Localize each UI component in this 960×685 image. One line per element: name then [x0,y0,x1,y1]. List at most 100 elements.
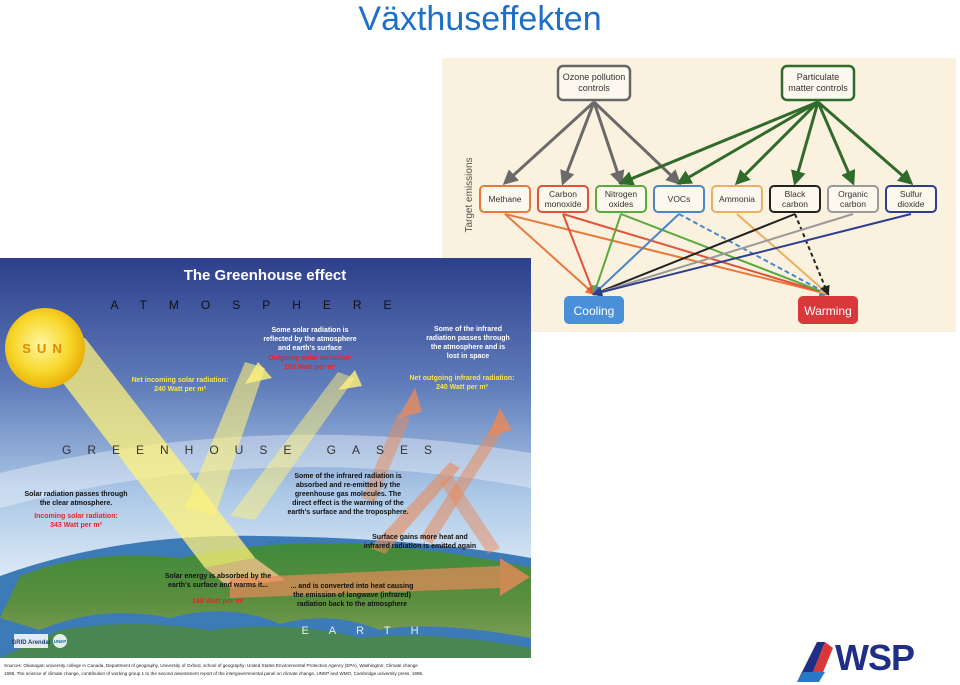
svg-text:Some solar radiation is: Some solar radiation is [271,327,348,334]
arrow-methane-to-cooling [504,213,596,296]
svg-text:dioxide: dioxide [898,199,925,209]
svg-text:Organic: Organic [838,189,869,199]
arrow-particulate-to-sulfur-dioxide [817,100,914,185]
note-converted: ... and is converted into heat causing t… [291,583,414,608]
svg-text:103 Watt per m²: 103 Watt per m² [284,364,337,371]
svg-text:Carbon: Carbon [549,189,577,199]
band-earth: EARTH [301,625,438,637]
sources-footer: Sources: Okanagan university college in … [4,663,423,676]
control-box-particulate: Particulate matter controls [780,64,856,102]
note-infrared-absorbed: Some of the infrared radiation is absorb… [287,473,408,516]
svg-text:earth's surface and warms it..: earth's surface and warms it... [168,582,268,589]
emission-box-ammonia: Ammonia [711,185,763,213]
greenhouse-effect-poster: SUN The Greenhouse effect ATMOSPHERE GRE… [0,258,531,680]
svg-text:the clear atmosphere.: the clear atmosphere. [40,500,112,507]
arrow-ozone-to-carbon-monoxide [560,101,596,186]
wsp-logo-text: WSP [835,637,915,678]
note-incoming-solar: Incoming solar radiation: 343 Watt per m… [34,513,118,529]
svg-text:Methane: Methane [488,194,521,204]
svg-text:Warming: Warming [804,304,852,318]
outcome-cooling: Cooling [564,296,624,324]
arrow-nitrogen-oxides-to-cooling [591,213,622,296]
svg-text:oxides: oxides [609,199,634,209]
arrow-vocs-to-cooling [592,213,680,296]
svg-text:Surface gains more heat and: Surface gains more heat and [372,534,468,541]
arrow-ammonia-to-warming [736,213,830,296]
svg-text:240 Watt per m²: 240 Watt per m² [436,384,489,391]
band-atmosphere: ATMOSPHERE [110,298,413,312]
arrow-ozone-to-vocs [592,100,682,186]
wsp-logo: WSP [795,636,935,684]
note-absorbed-value: 168 Watt per m² [192,598,245,605]
target-emissions-label: Target emissions [464,157,475,232]
arrow-organic-carbon-to-cooling [592,213,854,297]
svg-text:the emission of longwave (infr: the emission of longwave (infrared) [293,592,411,599]
svg-text:carbon: carbon [782,199,808,209]
arrow-particulate-to-vocs [676,100,819,185]
control-box-ozone: Ozone pollution controls [556,64,632,102]
svg-text:Some of the infrared radiation: Some of the infrared radiation is [294,473,401,480]
svg-text:direct effect is the warming o: direct effect is the warming of the [292,500,404,507]
svg-text:radiation passes through: radiation passes through [426,335,510,342]
svg-text:343 Watt per m²: 343 Watt per m² [50,522,103,529]
band-greenhouse-gases: GREENHOUSE GASES [62,443,448,457]
svg-text:Cooling: Cooling [574,304,615,318]
svg-text:monoxide: monoxide [545,199,582,209]
svg-text:1995, The science of climate c: 1995, The science of climate change, con… [4,671,423,676]
note-solar-passes: Solar radiation passes through the clear… [24,491,127,507]
svg-text:absorbed and re-emitted by the: absorbed and re-emitted by the [296,482,400,489]
arrow-carbon-monoxide-to-cooling [562,213,596,296]
svg-text:Solar radiation passes through: Solar radiation passes through [24,491,127,498]
note-net-incoming: Net incoming solar radiation: 240 Watt p… [132,377,229,393]
note-net-outgoing: Net outgoing infrared radiation: 240 Wat… [410,375,515,391]
arrow-sulfur-dioxide-to-cooling [592,213,912,297]
svg-text:Sulfur: Sulfur [900,189,922,199]
arrow-black-carbon-to-cooling [592,213,796,296]
svg-text:Some of the infrared: Some of the infrared [434,326,502,333]
svg-text:Net outgoing infrared radiatio: Net outgoing infrared radiation: [410,375,515,382]
svg-text:240 Watt per m²: 240 Watt per m² [154,386,207,393]
arrow-particulate-to-ammonia [734,100,820,186]
svg-text:... and is converted into heat: ... and is converted into heat causing [291,583,414,590]
svg-text:Outgoing solar radiation:: Outgoing solar radiation: [268,355,352,362]
arrow-particulate-to-black-carbon [791,101,820,186]
svg-text:Black: Black [785,189,807,199]
emission-box-methane: Methane [479,185,531,213]
arrow-black-carbon-to-warming [794,213,830,296]
svg-text:UNEP: UNEP [54,639,67,644]
outcome-warming: Warming [798,296,858,324]
svg-text:Particulate: Particulate [797,72,840,82]
note-outgoing-solar: Outgoing solar radiation: 103 Watt per m… [268,355,352,371]
sun-label: SUN [22,341,67,356]
note-reflected: Some solar radiation is reflected by the… [263,327,356,352]
svg-text:controls: controls [578,83,610,93]
svg-text:Nitrogen: Nitrogen [605,189,637,199]
svg-text:Ammonia: Ammonia [719,194,755,204]
svg-text:and earth's surface: and earth's surface [278,345,342,352]
unep-logo: UNEP [53,634,67,648]
svg-text:infrared radiation is emitted: infrared radiation is emitted again [364,543,476,550]
svg-text:the atmosphere and is: the atmosphere and is [431,344,505,351]
svg-text:greenhouse gas molecules. The: greenhouse gas molecules. The [295,491,401,498]
svg-text:lost in space: lost in space [447,353,490,360]
svg-text:Sources: Okanagan university c: Sources: Okanagan university college in … [4,663,418,668]
svg-text:Ozone pollution: Ozone pollution [563,72,626,82]
svg-text:Solar energy is absorbed by th: Solar energy is absorbed by the [165,573,271,580]
sun-graphic [5,308,85,388]
svg-text:earth's surface and the tropos: earth's surface and the troposphere. [287,509,408,516]
svg-text:GRID Arendal: GRID Arendal [12,640,51,646]
svg-text:VOCs: VOCs [668,194,691,204]
svg-text:Net incoming solar radiation:: Net incoming solar radiation: [132,377,229,384]
note-surface-gains: Surface gains more heat and infrared rad… [364,534,476,550]
svg-text:reflected by the atmosphere: reflected by the atmosphere [263,336,356,343]
note-infrared-lost: Some of the infrared radiation passes th… [426,326,510,360]
note-solar-absorbed: Solar energy is absorbed by the earth's … [165,573,271,589]
grid-arendal-logo: GRID Arendal [12,634,51,648]
svg-text:radiation back to the atmosphe: radiation back to the atmosphere [297,601,407,608]
arrow-particulate-to-organic-carbon [816,101,856,186]
